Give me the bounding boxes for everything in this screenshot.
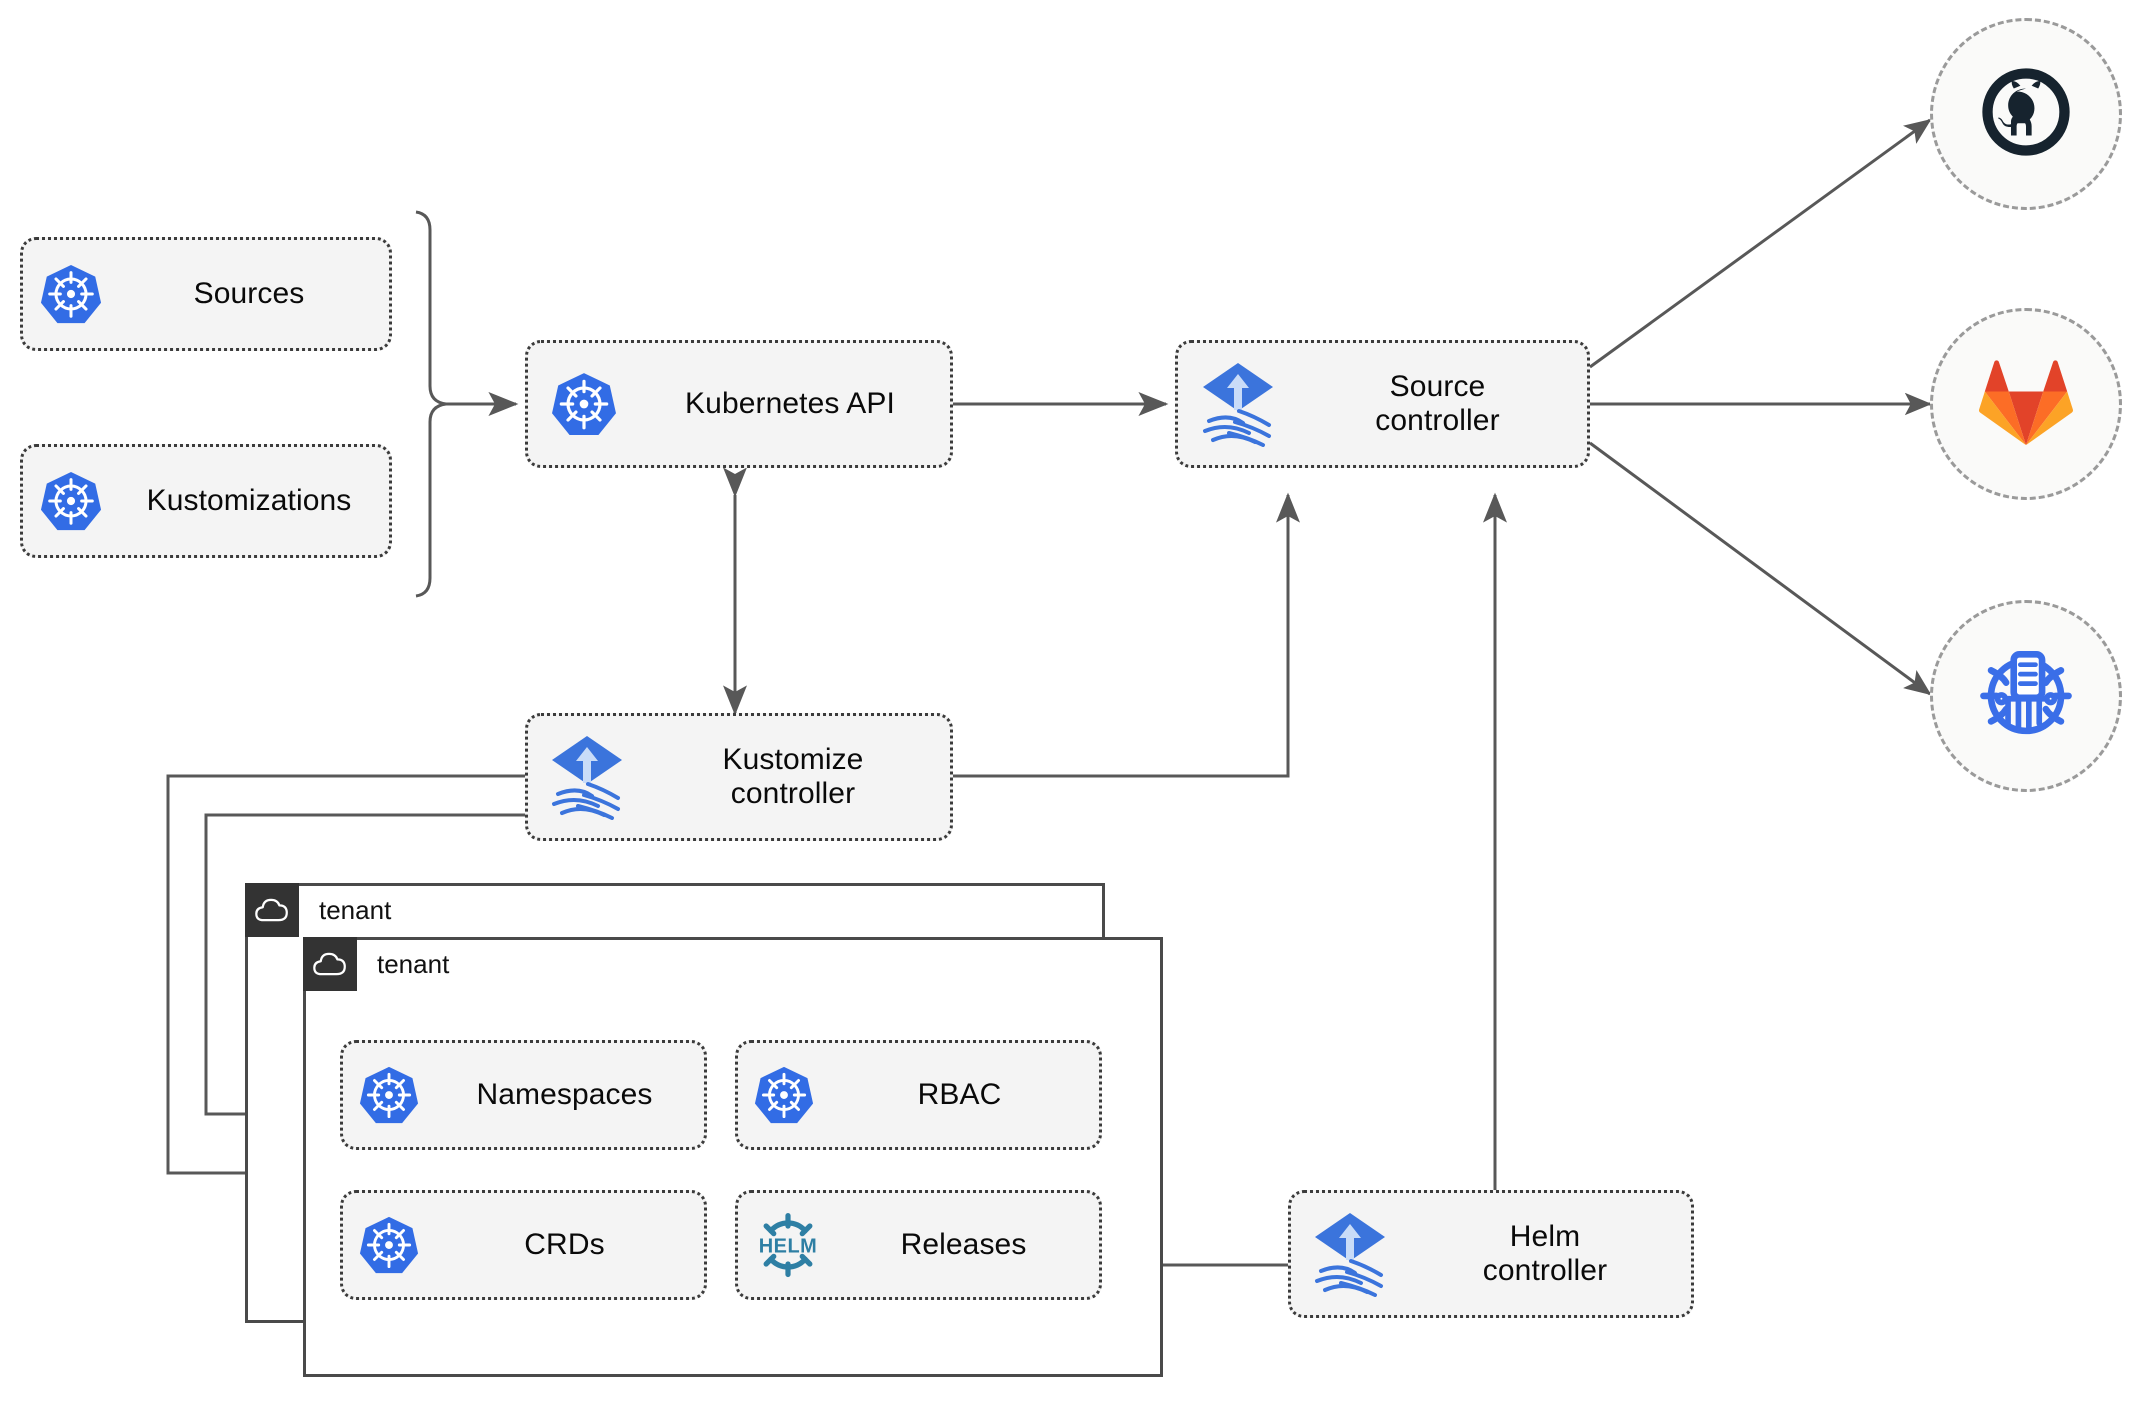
tenant-titlebar: tenant: [303, 937, 449, 991]
node-label: Namespaces: [476, 1078, 653, 1112]
tenant-container-front[interactable]: tenant: [303, 937, 1163, 1377]
tenant-name: tenant: [319, 894, 392, 925]
kubernetes-icon: [23, 470, 119, 532]
flux-icon: [1291, 1211, 1409, 1297]
node-rbac[interactable]: RBAC: [735, 1040, 1102, 1150]
node-label: Releases: [900, 1228, 1027, 1262]
bucket-icon: [1974, 642, 2078, 751]
provider-gitlab[interactable]: [1930, 308, 2122, 500]
cloud-icon: [303, 937, 357, 991]
kubernetes-icon: [738, 1065, 830, 1125]
provider-bucket[interactable]: [1930, 600, 2122, 792]
node-crds[interactable]: CRDs: [340, 1190, 707, 1300]
node-label: CRDs: [524, 1228, 605, 1262]
node-sources[interactable]: Sources: [20, 237, 392, 351]
node-source-controller[interactable]: Source controller: [1175, 340, 1590, 468]
node-helm-controller[interactable]: Helm controller: [1288, 1190, 1694, 1318]
tenant-titlebar: tenant: [245, 883, 391, 937]
gitlab-icon: [1978, 357, 2074, 452]
node-label: Kubernetes API: [685, 387, 895, 421]
node-label: Kustomize controller: [722, 743, 864, 810]
node-label: Helm controller: [1482, 1220, 1608, 1287]
flux-icon: [528, 734, 646, 820]
node-kubernetes-api[interactable]: Kubernetes API: [525, 340, 953, 468]
node-label: RBAC: [917, 1078, 1002, 1112]
node-releases[interactable]: HELM Releases: [735, 1190, 1102, 1300]
node-kustomize-controller[interactable]: Kustomize controller: [525, 713, 953, 841]
cloud-icon: [245, 883, 299, 937]
kubernetes-icon: [343, 1065, 435, 1125]
kubernetes-icon: [343, 1215, 435, 1275]
flux-icon: [1178, 361, 1298, 447]
provider-github[interactable]: [1930, 18, 2122, 210]
github-icon: [1980, 66, 2072, 163]
node-label: Source controller: [1375, 370, 1500, 437]
tenant-name: tenant: [377, 948, 450, 979]
node-namespaces[interactable]: Namespaces: [340, 1040, 707, 1150]
node-kustomizations[interactable]: Kustomizations: [20, 444, 392, 558]
kubernetes-icon: [23, 263, 119, 325]
kubernetes-icon: [528, 371, 640, 437]
node-label: Sources: [193, 277, 305, 311]
helm-icon: HELM: [738, 1207, 838, 1283]
svg-text:HELM: HELM: [759, 1236, 817, 1258]
node-label: Kustomizations: [146, 484, 352, 518]
